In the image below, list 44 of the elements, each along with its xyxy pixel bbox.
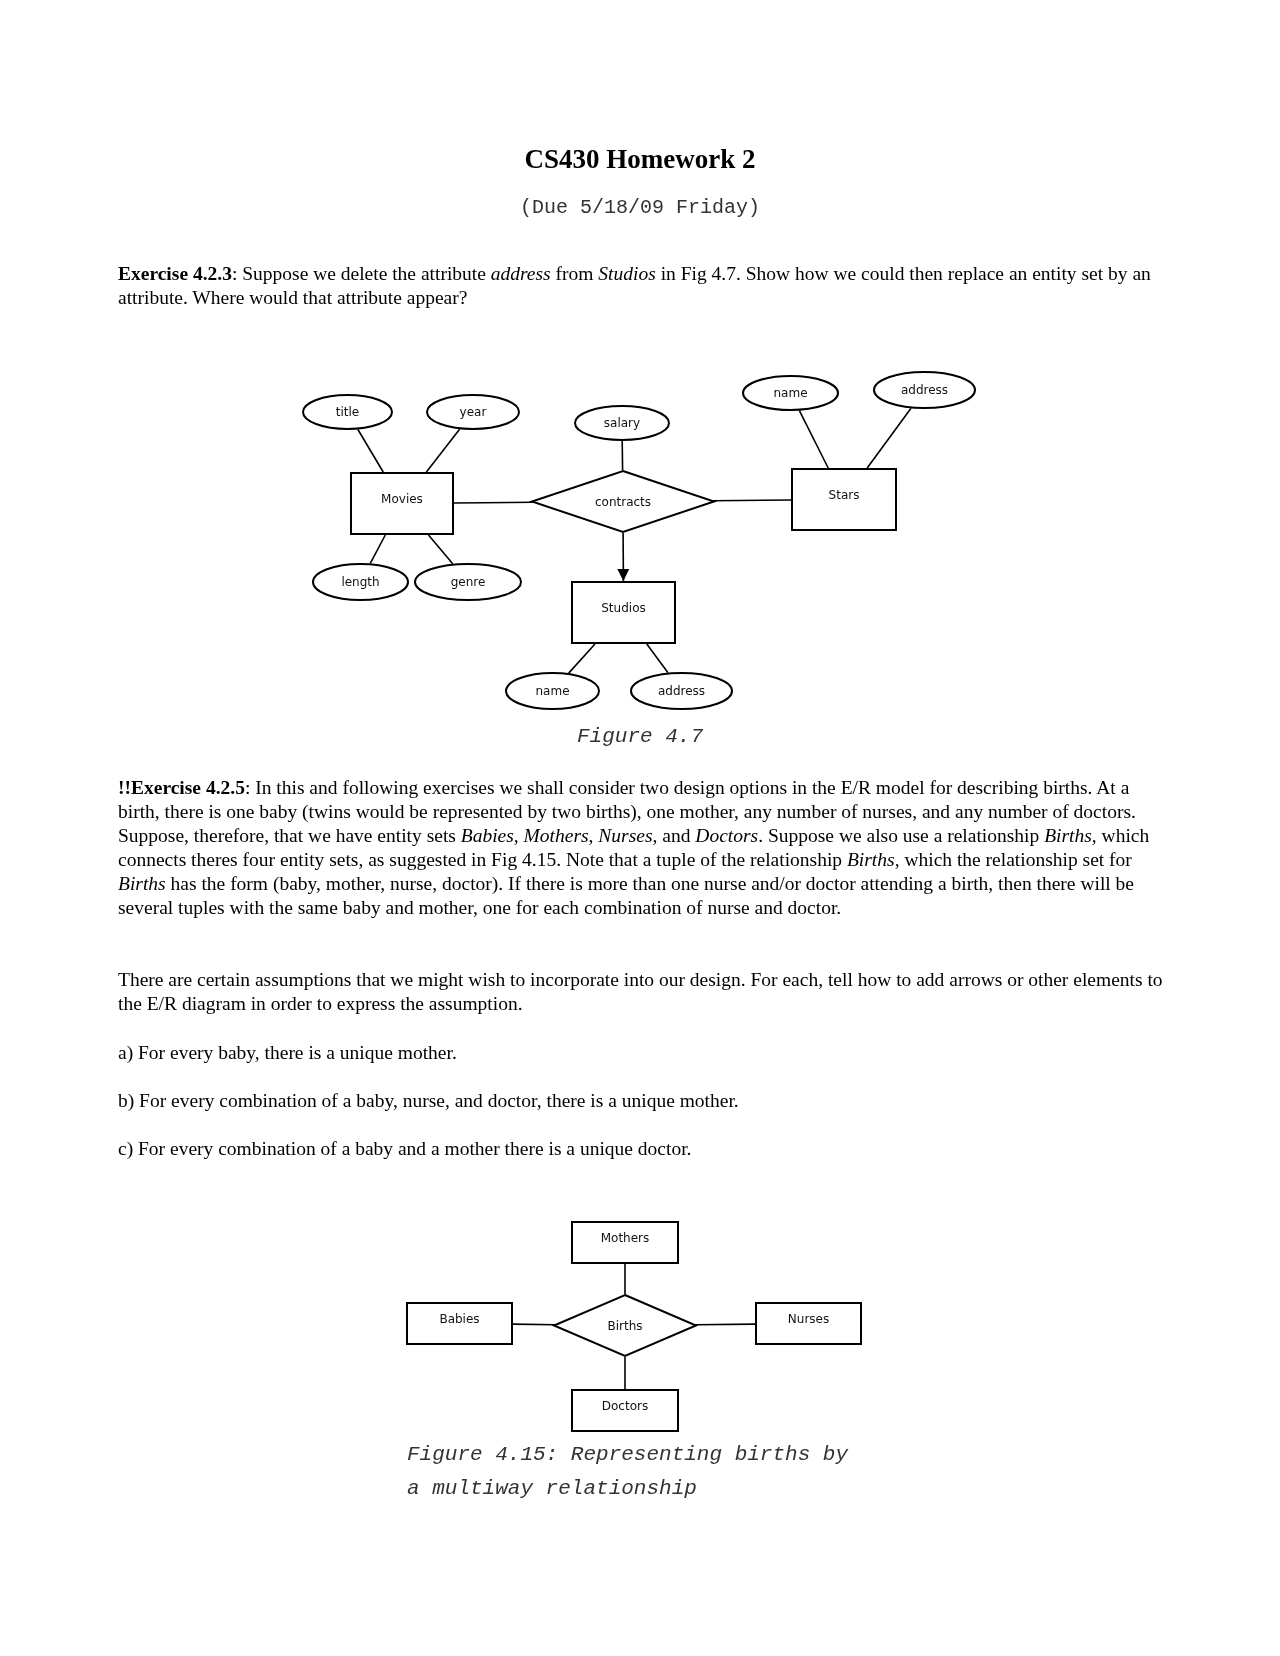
connector-line xyxy=(694,1323,756,1326)
entity-box: Doctors xyxy=(571,1389,679,1432)
attribute-ellipse: address xyxy=(873,371,976,409)
entity-box: Nurses xyxy=(755,1302,862,1345)
connector-line xyxy=(646,643,669,674)
page-title: CS430 Homework 2 xyxy=(523,144,757,175)
attribute-ellipse: title xyxy=(302,394,393,430)
arrow xyxy=(617,532,630,582)
due-date-subtitle: (Due 5/18/09 Friday) xyxy=(518,196,761,220)
attribute-ellipse: genre xyxy=(414,563,522,601)
relationship-diamond: contracts xyxy=(531,470,715,533)
connector-line xyxy=(711,499,792,502)
attribute-ellipse: name xyxy=(505,672,600,710)
relationship-diamond: Births xyxy=(553,1294,697,1357)
connector-line xyxy=(427,534,454,565)
entity-box: Stars xyxy=(791,468,897,531)
entity-box: Mothers xyxy=(571,1221,679,1264)
paragraph: c) For every combination of a baby and a mother there is a unique doctor. xyxy=(118,1137,693,1161)
attribute-ellipse: name xyxy=(742,375,839,411)
figure-caption: Figure 4.7 xyxy=(576,724,704,750)
paragraph: !!Exercise 4.2.5: In this and following exercises we shall consider two design options in the E/R model for describing births. At a birth, there is one baby (twins would be represented by two births), one mother, any number of nurses, and any number of doctors. Suppose, therefore, that we have entity sets Babies, Mothers, Nurses, and Doctors. Suppose we also use a relationship Births, which connects theres four entity sets, as suggested in Fig 4.15. Note that a tuple of the relationship Births, which the relationship set for Births has the form (baby, mother, nurse, doctor). If there is more than one nurse and/or doctor attending a birth, then there will be several tuples with the same baby and mother, one for each combination of nurse and doctor. xyxy=(118,776,1151,920)
paragraph: Exercise 4.2.3: Suppose we delete the attribute address from Studios in Fig 4.7. Show how we could then replace an entity set by an attribute. Where would that attribute appear? xyxy=(118,262,1152,310)
connector-line xyxy=(866,407,912,469)
paragraph: a) For every baby, there is a unique mother. xyxy=(118,1041,458,1065)
connector-line xyxy=(624,1356,626,1390)
connector-line xyxy=(798,409,829,469)
connector-line xyxy=(425,428,461,473)
connector-line xyxy=(567,643,596,674)
attribute-ellipse: length xyxy=(312,563,409,601)
paragraph: There are certain assumptions that we might wish to incorporate into our design. For each, tell how to add arrows or other elements to the E/R diagram in order to express the assumption. xyxy=(118,968,1163,1016)
connector-line xyxy=(512,1323,556,1326)
figure-caption: Figure 4.15: Representing births by a multiway relationship xyxy=(407,1442,850,1502)
attribute-ellipse: year xyxy=(426,394,520,430)
entity-box: Studios xyxy=(571,581,676,644)
entity-box: Movies xyxy=(350,472,454,535)
paragraph: b) For every combination of a baby, nurse, and doctor, there is a unique mother. xyxy=(118,1089,740,1113)
connector-line xyxy=(357,428,384,473)
connector-line xyxy=(369,534,387,565)
connector-line xyxy=(453,501,535,504)
attribute-ellipse: salary xyxy=(574,405,670,441)
attribute-ellipse: address xyxy=(630,672,733,710)
connector-line xyxy=(624,1263,626,1295)
entity-box: Babies xyxy=(406,1302,513,1345)
connector-line xyxy=(621,440,624,471)
